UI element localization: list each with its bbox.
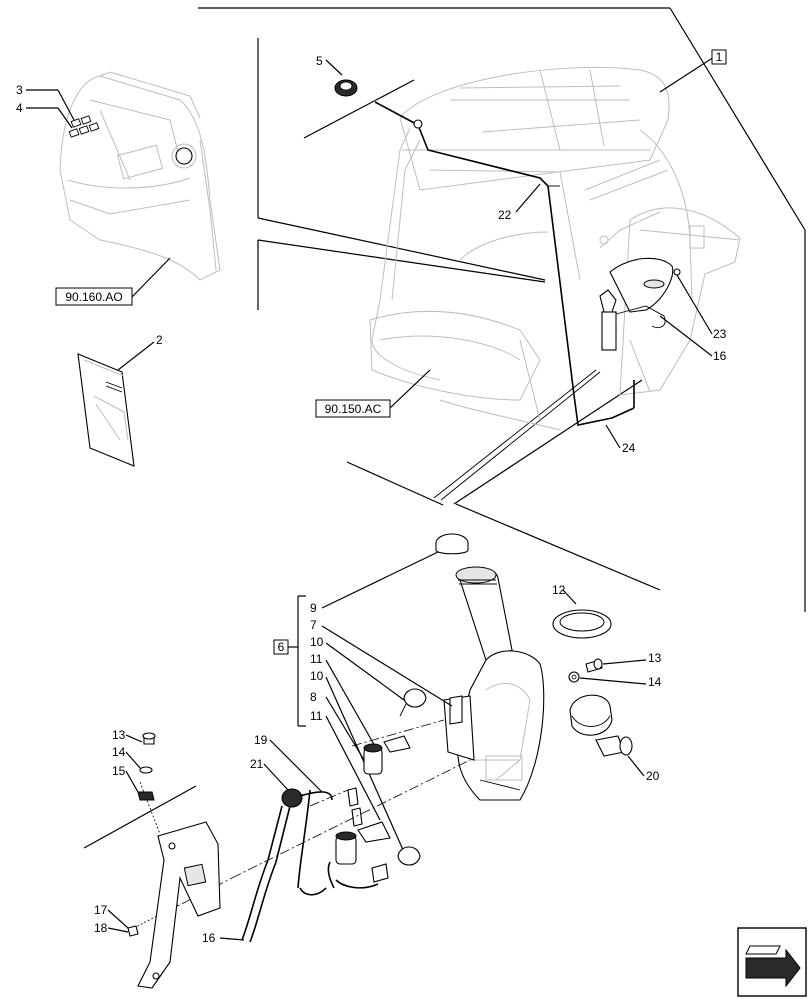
- ref-90-150-ac-label: 90.150.AC: [325, 402, 382, 416]
- callout-4: 4: [16, 101, 73, 129]
- bolt-17-18: 17 18: [94, 903, 139, 937]
- callout-7: 7: [310, 618, 453, 707]
- callout-9: 9: [310, 551, 439, 615]
- callout-1-label: 1: [716, 50, 723, 64]
- callout-2: 2: [117, 333, 163, 371]
- callout-2-label: 2: [156, 333, 163, 347]
- callout-11-upper: 11: [310, 652, 377, 749]
- callout-12-label: 12: [552, 583, 566, 597]
- callout-16-top: 16: [659, 315, 727, 363]
- callout-16-bottom-label: 16: [202, 931, 216, 945]
- callout-11-lower-label: 11: [310, 709, 323, 723]
- washer-pump-lower: [335, 821, 391, 865]
- console-panel: [59, 71, 221, 281]
- callout-1: 1: [659, 49, 727, 93]
- callout-3-label: 3: [16, 83, 23, 97]
- callout-11-upper-label: 11: [310, 652, 323, 666]
- hose-clamp-upper: [399, 688, 427, 717]
- operator-manual: [77, 353, 135, 467]
- cab-assembly: [369, 66, 741, 431]
- washer-tube-routing: [374, 101, 635, 426]
- callout-8: 8: [310, 690, 365, 761]
- callout-22-label: 22: [498, 208, 512, 222]
- callout-21: 21: [250, 757, 289, 791]
- bolt-washer-right: 13 14: [568, 651, 662, 689]
- callout-13-left-label: 13: [112, 728, 126, 742]
- hose-clamp-lower: [397, 846, 421, 866]
- callout-19: 19: [254, 733, 323, 793]
- callout-19-label: 19: [254, 733, 268, 747]
- callout-24: 24: [605, 424, 636, 455]
- callout-5: 5: [316, 54, 358, 97]
- callout-20-label: 20: [646, 769, 660, 783]
- assembly-centerlines: [129, 719, 471, 931]
- callout-9-label: 9: [310, 601, 317, 615]
- callout-22: 22: [498, 183, 541, 222]
- callout-group-6: 6: [273, 595, 306, 727]
- callout-16-bottom: 16: [202, 931, 245, 945]
- hose-assembly: [241, 788, 379, 943]
- callout-21-label: 21: [250, 757, 264, 771]
- mounting-strap: 20: [569, 694, 660, 783]
- callout-6-label: 6: [278, 640, 285, 654]
- callout-4-label: 4: [16, 101, 23, 115]
- callout-18-label: 18: [94, 921, 108, 935]
- washer-reservoir: [435, 533, 545, 801]
- grommets: [347, 787, 389, 883]
- seal-ring: 12: [552, 583, 612, 639]
- ref-90-160-ao-label: 90.160.AO: [65, 290, 122, 304]
- callout-5-label: 5: [316, 54, 323, 68]
- callout-24-label: 24: [622, 441, 636, 455]
- washer-pump-upper: [363, 735, 411, 775]
- callout-11-lower: 11: [310, 709, 381, 821]
- callout-16-top-label: 16: [713, 349, 727, 363]
- reservoir-installed-view: [599, 257, 681, 351]
- callout-3: 3: [16, 83, 75, 121]
- callout-8-label: 8: [310, 690, 317, 704]
- reference-90-150-ac: 90.150.AC: [315, 369, 431, 418]
- callout-14-right-label: 14: [648, 675, 662, 689]
- reference-90-160-ao: 90.160.AO: [55, 257, 171, 306]
- callout-7-label: 7: [310, 618, 317, 632]
- callout-13-right-label: 13: [648, 651, 662, 665]
- callout-17-label: 17: [94, 903, 108, 917]
- mounting-bracket: [137, 821, 221, 989]
- next-page-arrow-icon[interactable]: [737, 927, 807, 997]
- callout-15-label: 15: [112, 764, 126, 778]
- section-boundary-lines: [83, 7, 806, 849]
- callout-10-upper: 10: [310, 635, 405, 701]
- callout-10-upper-label: 10: [310, 635, 324, 649]
- bolt-washer-nut-left: 13 14 15: [112, 728, 156, 801]
- callout-10-lower-label: 10: [310, 669, 324, 683]
- callout-23-label: 23: [713, 327, 727, 341]
- callout-14-left-label: 14: [112, 745, 126, 759]
- callout-23: 23: [676, 274, 727, 341]
